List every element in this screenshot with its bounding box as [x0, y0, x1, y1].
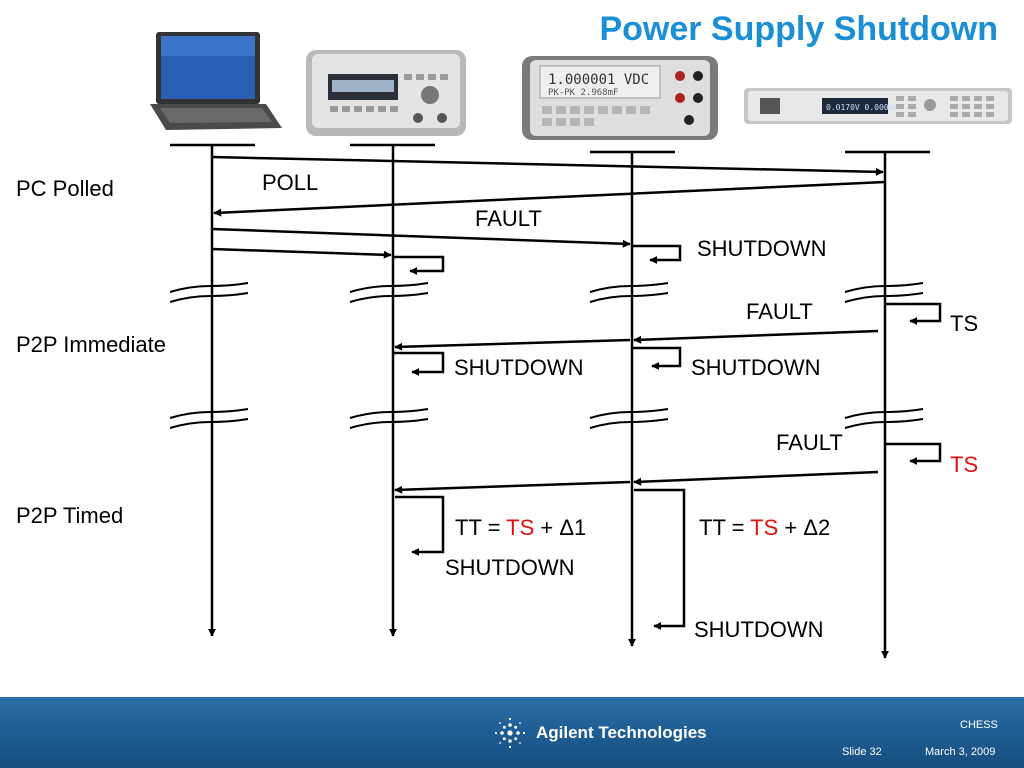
fault-label-1: FAULT [475, 206, 542, 231]
row-label-p2p-timed: P2P Timed [16, 503, 124, 528]
event-name: CHESS [960, 719, 998, 731]
svg-text:0.0170V 0.0000A: 0.0170V 0.0000A [826, 103, 898, 112]
poll-arrow [211, 155, 884, 176]
timed-loop-generator [395, 495, 445, 556]
ts-label-3: TS [950, 452, 979, 477]
timer-2-ts: TS [750, 515, 779, 540]
row-label-pc-polled: PC Polled [16, 176, 114, 201]
shutdown-label-3b: SHUTDOWN [694, 617, 824, 642]
shutdown-label-3a: SHUTDOWN [445, 555, 575, 580]
self-loop-multimeter-2 [632, 346, 682, 370]
fault-arrow-2a [633, 329, 879, 344]
self-loop-generator-1 [393, 255, 445, 275]
svg-text:1.000001 VDC: 1.000001 VDC [548, 72, 649, 88]
timer-2-prefix: TT = [699, 515, 751, 540]
svg-text:PK-PK 2.968mF: PK-PK 2.968mF [548, 88, 618, 98]
row-label-p2p-immediate: P2P Immediate [16, 332, 167, 357]
fault-label-2: FAULT [746, 299, 813, 324]
shutdown-label-1: SHUTDOWN [697, 236, 827, 261]
fault-arrow-1 [213, 180, 886, 217]
fault-arrow-3b [394, 480, 631, 494]
sequence-diagram [169, 143, 942, 659]
shutdown-label-2a: SHUTDOWN [454, 355, 584, 380]
ts-label-2: TS [950, 311, 979, 336]
shutdown-label-2b: SHUTDOWN [691, 355, 821, 380]
timer-label-2: TT = TS + Δ2 [699, 515, 830, 541]
function-generator-image [306, 50, 466, 136]
company-name: Agilent Technologies [536, 723, 707, 742]
slide-date: March 3, 2009 [925, 746, 996, 758]
multimeter-image: 1.000001 VDC PK-PK 2.968mF [522, 56, 718, 140]
company-logo: Agilent Technologies [492, 715, 707, 751]
device-images: 1.000001 VDC PK-PK 2.968mF 0.0170V 0.000… [150, 32, 1012, 140]
break-row-1 [169, 282, 924, 303]
timer-1-suffix: + Δ1 [534, 515, 587, 540]
spark-logo-icon [494, 717, 526, 749]
slide-number: Slide 32 [842, 746, 882, 758]
fault-arrow-2b [394, 338, 631, 351]
self-loop-multimeter-1 [632, 244, 682, 264]
self-loop-supply-3 [885, 442, 942, 465]
timer-2-suffix: + Δ2 [778, 515, 831, 540]
fault-label-3: FAULT [776, 430, 843, 455]
self-loop-supply-2 [885, 302, 942, 325]
laptop-image [150, 32, 282, 130]
pc-to-generator-arrow [211, 247, 392, 259]
slide-footer: Agilent Technologies CHESS Slide 32 Marc… [0, 697, 1024, 768]
pc-to-multimeter-arrow [211, 227, 631, 248]
timer-label-1: TT = TS + Δ1 [455, 515, 586, 541]
poll-label: POLL [262, 170, 319, 195]
power-supply-image: 0.0170V 0.0000A [744, 88, 1012, 124]
break-row-2 [169, 408, 924, 429]
timer-1-ts: TS [506, 515, 535, 540]
fault-arrow-3a [633, 470, 879, 486]
timer-1-prefix: TT = [455, 515, 507, 540]
self-loop-generator-2 [393, 351, 445, 376]
slide-title: Power Supply Shutdown [599, 10, 998, 48]
timed-loop-multimeter [634, 488, 686, 630]
section-breaks [169, 282, 924, 429]
